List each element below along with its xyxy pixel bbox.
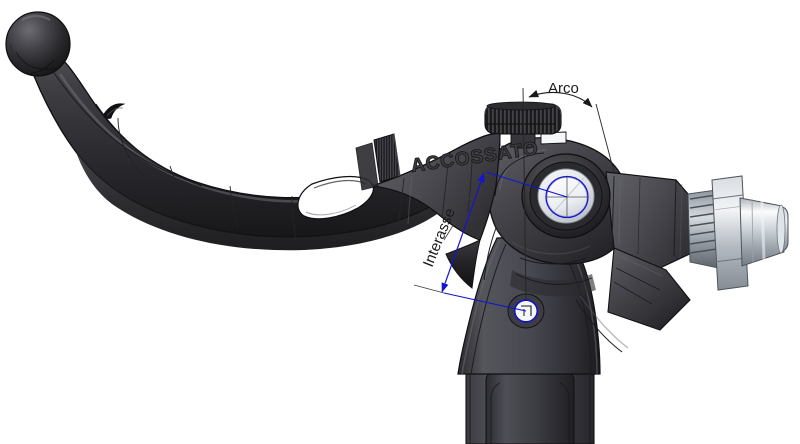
pivot-bore bbox=[521, 153, 611, 239]
handlebar-clamp bbox=[465, 370, 595, 444]
arco-arc-line bbox=[528, 90, 593, 108]
arco-extension-line-left bbox=[522, 87, 527, 301]
ribbed-panel bbox=[373, 133, 401, 183]
interasse-extension-lower bbox=[413, 284, 445, 294]
lever-ball-end bbox=[5, 11, 71, 77]
arco-label: Arco bbox=[548, 80, 579, 97]
interasse-dimension-line bbox=[441, 172, 485, 293]
chrome-adjuster-knob[interactable] bbox=[687, 175, 789, 291]
arco-extension-line-right bbox=[595, 103, 615, 173]
interasse-leader-upper bbox=[485, 171, 568, 198]
dimension-arco: Arco bbox=[522, 80, 615, 301]
interasse-leader-lower bbox=[443, 292, 527, 312]
